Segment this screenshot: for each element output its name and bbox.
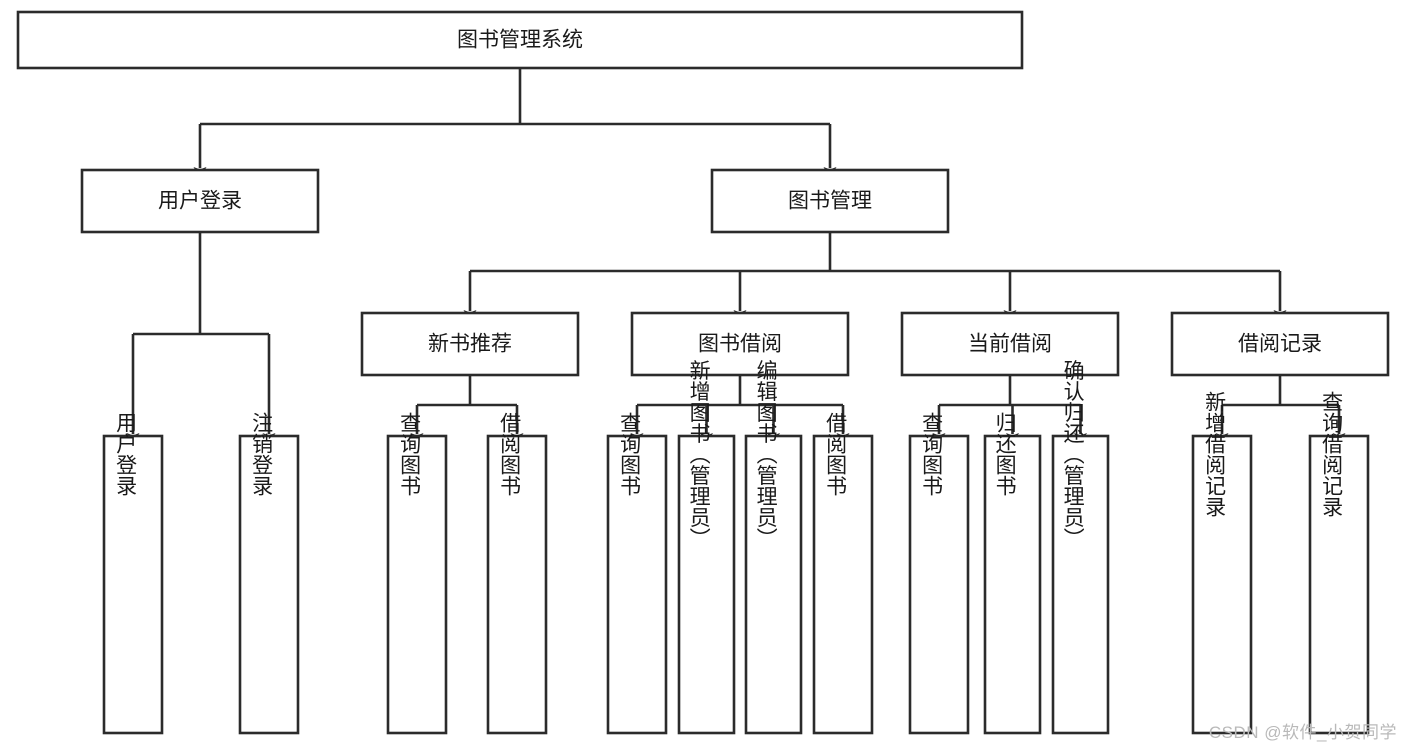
- csdn-watermark: CSDN @软件_小贺同学: [1208, 723, 1397, 742]
- node-leaf-add-book-box: [677, 434, 736, 735]
- node-leaf-add-record[interactable]: 新增借阅记录: [1191, 391, 1253, 735]
- node-current-borrow-box: [900, 311, 1120, 377]
- node-root-label: 图书管理系统: [457, 29, 583, 52]
- node-leaf-query-record-box: [1308, 434, 1370, 735]
- node-user-login-box: [80, 168, 320, 234]
- node-leaf-confirm-return[interactable]: 确认归还（管理员）: [1051, 360, 1110, 735]
- node-leaf-edit-book-box: [744, 434, 803, 735]
- node-leaf-borrow-book-2-box: [812, 434, 874, 735]
- node-book-manage[interactable]: 图书管理: [710, 168, 950, 234]
- node-leaf-return-book[interactable]: 归还图书: [983, 412, 1042, 735]
- node-leaf-borrow-book-1[interactable]: 借阅图书: [486, 412, 548, 735]
- node-leaf-query-book-2-box: [606, 434, 668, 735]
- node-book-borrow-box: [630, 311, 850, 377]
- node-layer: 图书管理系统用户登录图书管理新书推荐图书借阅当前借阅借阅记录用户登录注销登录查询…: [16, 10, 1390, 735]
- node-leaf-logout[interactable]: 注销登录: [238, 412, 300, 735]
- node-book-borrow-label: 图书借阅: [698, 333, 782, 356]
- node-leaf-query-book-3-box: [908, 434, 970, 735]
- node-leaf-borrow-book-2-label: 借阅图书: [824, 412, 848, 496]
- node-user-login-label: 用户登录: [158, 190, 242, 213]
- node-borrow-record-label: 借阅记录: [1238, 333, 1322, 356]
- node-user-login[interactable]: 用户登录: [80, 168, 320, 234]
- node-leaf-edit-book-label: 编辑图书（管理员）: [754, 360, 778, 549]
- node-leaf-query-record-label: 查询借阅记录: [1320, 391, 1344, 517]
- node-leaf-add-record-label: 新增借阅记录: [1203, 391, 1227, 517]
- node-leaf-query-book-3-label: 查询图书: [920, 412, 944, 496]
- node-leaf-add-record-box: [1191, 434, 1253, 735]
- node-leaf-edit-book[interactable]: 编辑图书（管理员）: [744, 360, 803, 735]
- node-new-book-rec[interactable]: 新书推荐: [360, 311, 580, 377]
- node-leaf-query-book-3[interactable]: 查询图书: [908, 412, 970, 735]
- node-current-borrow-label: 当前借阅: [968, 333, 1052, 356]
- node-leaf-query-book-1-label: 查询图书: [398, 412, 422, 496]
- node-leaf-borrow-book-1-box: [486, 434, 548, 735]
- node-leaf-borrow-book-1-label: 借阅图书: [498, 412, 522, 496]
- connector-layer: [126, 68, 1346, 444]
- node-borrow-record-box: [1170, 311, 1390, 377]
- node-leaf-query-book-1[interactable]: 查询图书: [386, 412, 448, 735]
- node-leaf-logout-box: [238, 434, 300, 735]
- node-leaf-query-book-2-label: 查询图书: [618, 412, 642, 496]
- node-leaf-add-book[interactable]: 新增图书（管理员）: [677, 360, 736, 735]
- node-leaf-confirm-return-label: 确认归还（管理员）: [1061, 360, 1085, 549]
- node-root[interactable]: 图书管理系统: [16, 10, 1024, 70]
- node-book-manage-label: 图书管理: [788, 190, 872, 213]
- node-current-borrow[interactable]: 当前借阅: [900, 311, 1120, 377]
- node-leaf-return-book-box: [983, 434, 1042, 735]
- node-book-manage-box: [710, 168, 950, 234]
- node-leaf-query-record[interactable]: 查询借阅记录: [1308, 391, 1370, 735]
- node-borrow-record[interactable]: 借阅记录: [1170, 311, 1390, 377]
- node-leaf-confirm-return-box: [1051, 434, 1110, 735]
- node-leaf-user-login-box: [102, 434, 164, 735]
- node-leaf-query-book-2[interactable]: 查询图书: [606, 412, 668, 735]
- node-book-borrow[interactable]: 图书借阅: [630, 311, 850, 377]
- node-leaf-return-book-label: 归还图书: [993, 412, 1017, 496]
- node-leaf-logout-label: 注销登录: [250, 412, 274, 496]
- node-leaf-user-login-label: 用户登录: [114, 412, 138, 496]
- node-new-book-rec-label: 新书推荐: [428, 333, 512, 356]
- node-leaf-borrow-book-2[interactable]: 借阅图书: [812, 412, 874, 735]
- node-leaf-add-book-label: 新增图书（管理员）: [687, 360, 711, 549]
- node-root-box: [16, 10, 1024, 70]
- node-leaf-user-login[interactable]: 用户登录: [102, 412, 164, 735]
- node-leaf-query-book-1-box: [386, 434, 448, 735]
- node-new-book-rec-box: [360, 311, 580, 377]
